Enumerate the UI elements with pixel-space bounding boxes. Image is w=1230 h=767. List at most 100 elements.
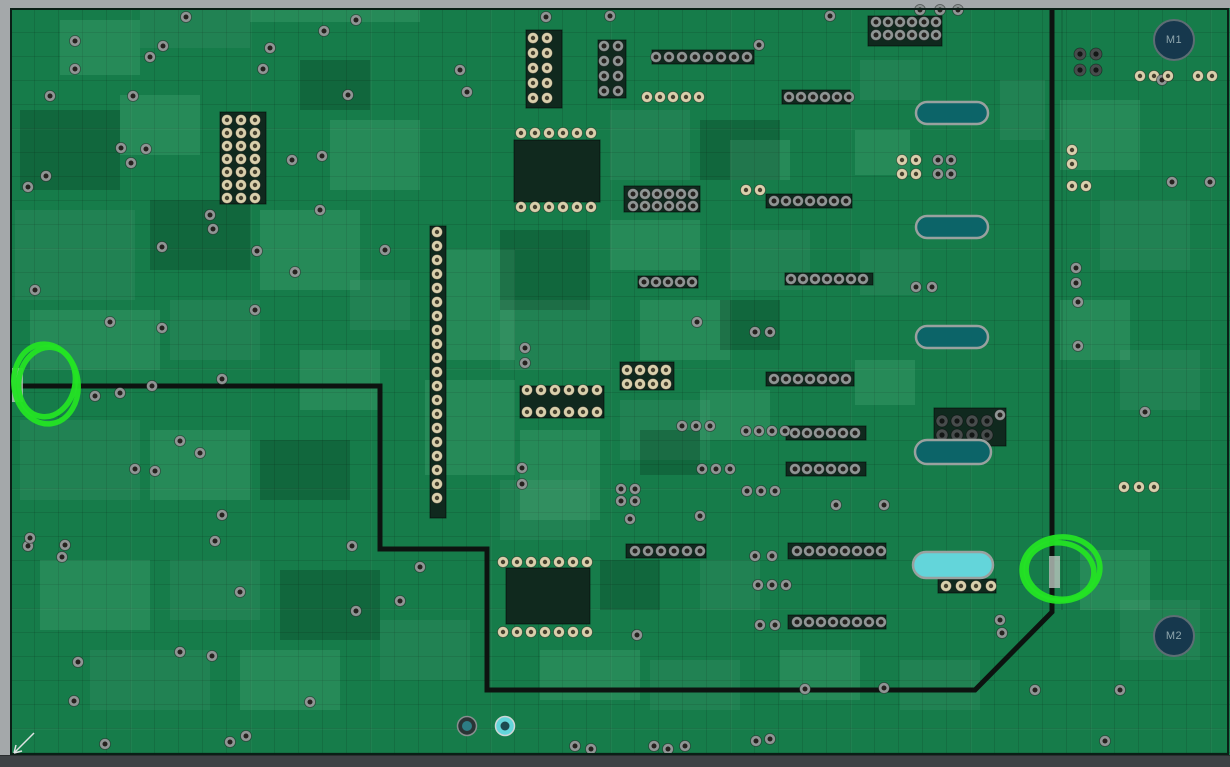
pad-hole bbox=[417, 564, 423, 570]
component-body[interactable] bbox=[505, 567, 591, 625]
pad-hole bbox=[921, 19, 927, 25]
pad-hole bbox=[544, 50, 550, 56]
pad-hole bbox=[753, 738, 759, 744]
pad-hole bbox=[948, 157, 954, 163]
pad-hole bbox=[627, 516, 633, 522]
pad-hole bbox=[580, 387, 586, 393]
pad-hole bbox=[43, 173, 49, 179]
pad-hole bbox=[238, 156, 244, 162]
pad-hole bbox=[238, 169, 244, 175]
via-hole bbox=[462, 721, 472, 731]
pad-hole bbox=[434, 285, 440, 291]
pad-hole bbox=[637, 381, 643, 387]
pad-hole bbox=[699, 466, 705, 472]
pad-hole bbox=[434, 327, 440, 333]
pad-hole bbox=[878, 619, 884, 625]
copper-patch bbox=[380, 620, 470, 680]
component-body[interactable] bbox=[519, 385, 605, 419]
copper-patch bbox=[1000, 80, 1045, 140]
route-endpoint-tab bbox=[1049, 556, 1060, 588]
pad-hole bbox=[697, 548, 703, 554]
pad-hole bbox=[682, 743, 688, 749]
pad-hole bbox=[1207, 179, 1213, 185]
pad-hole bbox=[556, 629, 562, 635]
pad-hole bbox=[866, 548, 872, 554]
pad-hole bbox=[794, 619, 800, 625]
pad-hole bbox=[434, 313, 440, 319]
copper-patch bbox=[30, 310, 160, 370]
pad-hole bbox=[252, 195, 258, 201]
pad-hole bbox=[25, 184, 31, 190]
pad-hole bbox=[1069, 183, 1075, 189]
copper-patch bbox=[610, 110, 690, 180]
pad-hole bbox=[1069, 147, 1075, 153]
pad-hole bbox=[580, 409, 586, 415]
capacitor[interactable] bbox=[914, 214, 990, 240]
capacitor[interactable] bbox=[913, 438, 993, 466]
pad-hole bbox=[224, 169, 230, 175]
capacitor[interactable] bbox=[914, 100, 990, 126]
pad-hole bbox=[615, 43, 621, 49]
pad-hole bbox=[434, 299, 440, 305]
pad-hole bbox=[434, 355, 440, 361]
pad-hole bbox=[731, 54, 737, 60]
bottom-edge-bar bbox=[0, 755, 1230, 767]
pad-hole bbox=[572, 743, 578, 749]
pad-hole bbox=[718, 54, 724, 60]
pad-hole bbox=[618, 498, 624, 504]
pad-hole bbox=[544, 35, 550, 41]
capacitor[interactable] bbox=[914, 324, 990, 350]
pad-hole bbox=[584, 629, 590, 635]
pad-hole bbox=[292, 269, 298, 275]
mounting-hole-m2[interactable]: M2 bbox=[1153, 615, 1195, 657]
pad-hole bbox=[794, 548, 800, 554]
pad-hole bbox=[353, 608, 359, 614]
pad-hole bbox=[538, 409, 544, 415]
pad-hole bbox=[690, 191, 696, 197]
pad-hole bbox=[834, 94, 840, 100]
pad-hole bbox=[570, 559, 576, 565]
pad-hole bbox=[1069, 161, 1075, 167]
pad-hole bbox=[630, 191, 636, 197]
pad-hole bbox=[317, 207, 323, 213]
pad-hole bbox=[644, 94, 650, 100]
highlight-annotation bbox=[15, 344, 79, 420]
pad-hole bbox=[102, 741, 108, 747]
pad-hole bbox=[795, 376, 801, 382]
pad-hole bbox=[677, 279, 683, 285]
pad-hole bbox=[969, 432, 975, 438]
pad-hole bbox=[252, 182, 258, 188]
pad-hole bbox=[899, 157, 905, 163]
pad-hole bbox=[544, 65, 550, 71]
workspace-left-margin bbox=[0, 0, 10, 755]
pad-hole bbox=[27, 535, 33, 541]
pad-hole bbox=[594, 409, 600, 415]
pad-hole bbox=[969, 418, 975, 424]
pad-hole bbox=[542, 559, 548, 565]
pad-hole bbox=[92, 393, 98, 399]
pad-hole bbox=[818, 619, 824, 625]
copper-patch bbox=[900, 660, 980, 710]
pad-hole bbox=[252, 307, 258, 313]
mounting-hole-m1[interactable]: M1 bbox=[1153, 19, 1195, 61]
pad-hole bbox=[873, 32, 879, 38]
route-trace[interactable] bbox=[12, 10, 1055, 693]
copper-patch bbox=[855, 360, 915, 405]
board-outline bbox=[10, 8, 1229, 755]
pad-hole bbox=[1137, 73, 1143, 79]
pad-hole bbox=[1151, 73, 1157, 79]
copper-patch bbox=[150, 430, 250, 500]
pad-hole bbox=[997, 617, 1003, 623]
copper-patch bbox=[150, 200, 250, 270]
pad-hole bbox=[72, 38, 78, 44]
pad-hole bbox=[1075, 343, 1081, 349]
pad-hole bbox=[828, 430, 834, 436]
pad-hole bbox=[252, 130, 258, 136]
pad-hole bbox=[954, 418, 960, 424]
pad-hole bbox=[252, 156, 258, 162]
pad-hole bbox=[434, 341, 440, 347]
capacitor[interactable] bbox=[911, 550, 995, 580]
pad-hole bbox=[783, 376, 789, 382]
component-body[interactable] bbox=[513, 139, 601, 203]
